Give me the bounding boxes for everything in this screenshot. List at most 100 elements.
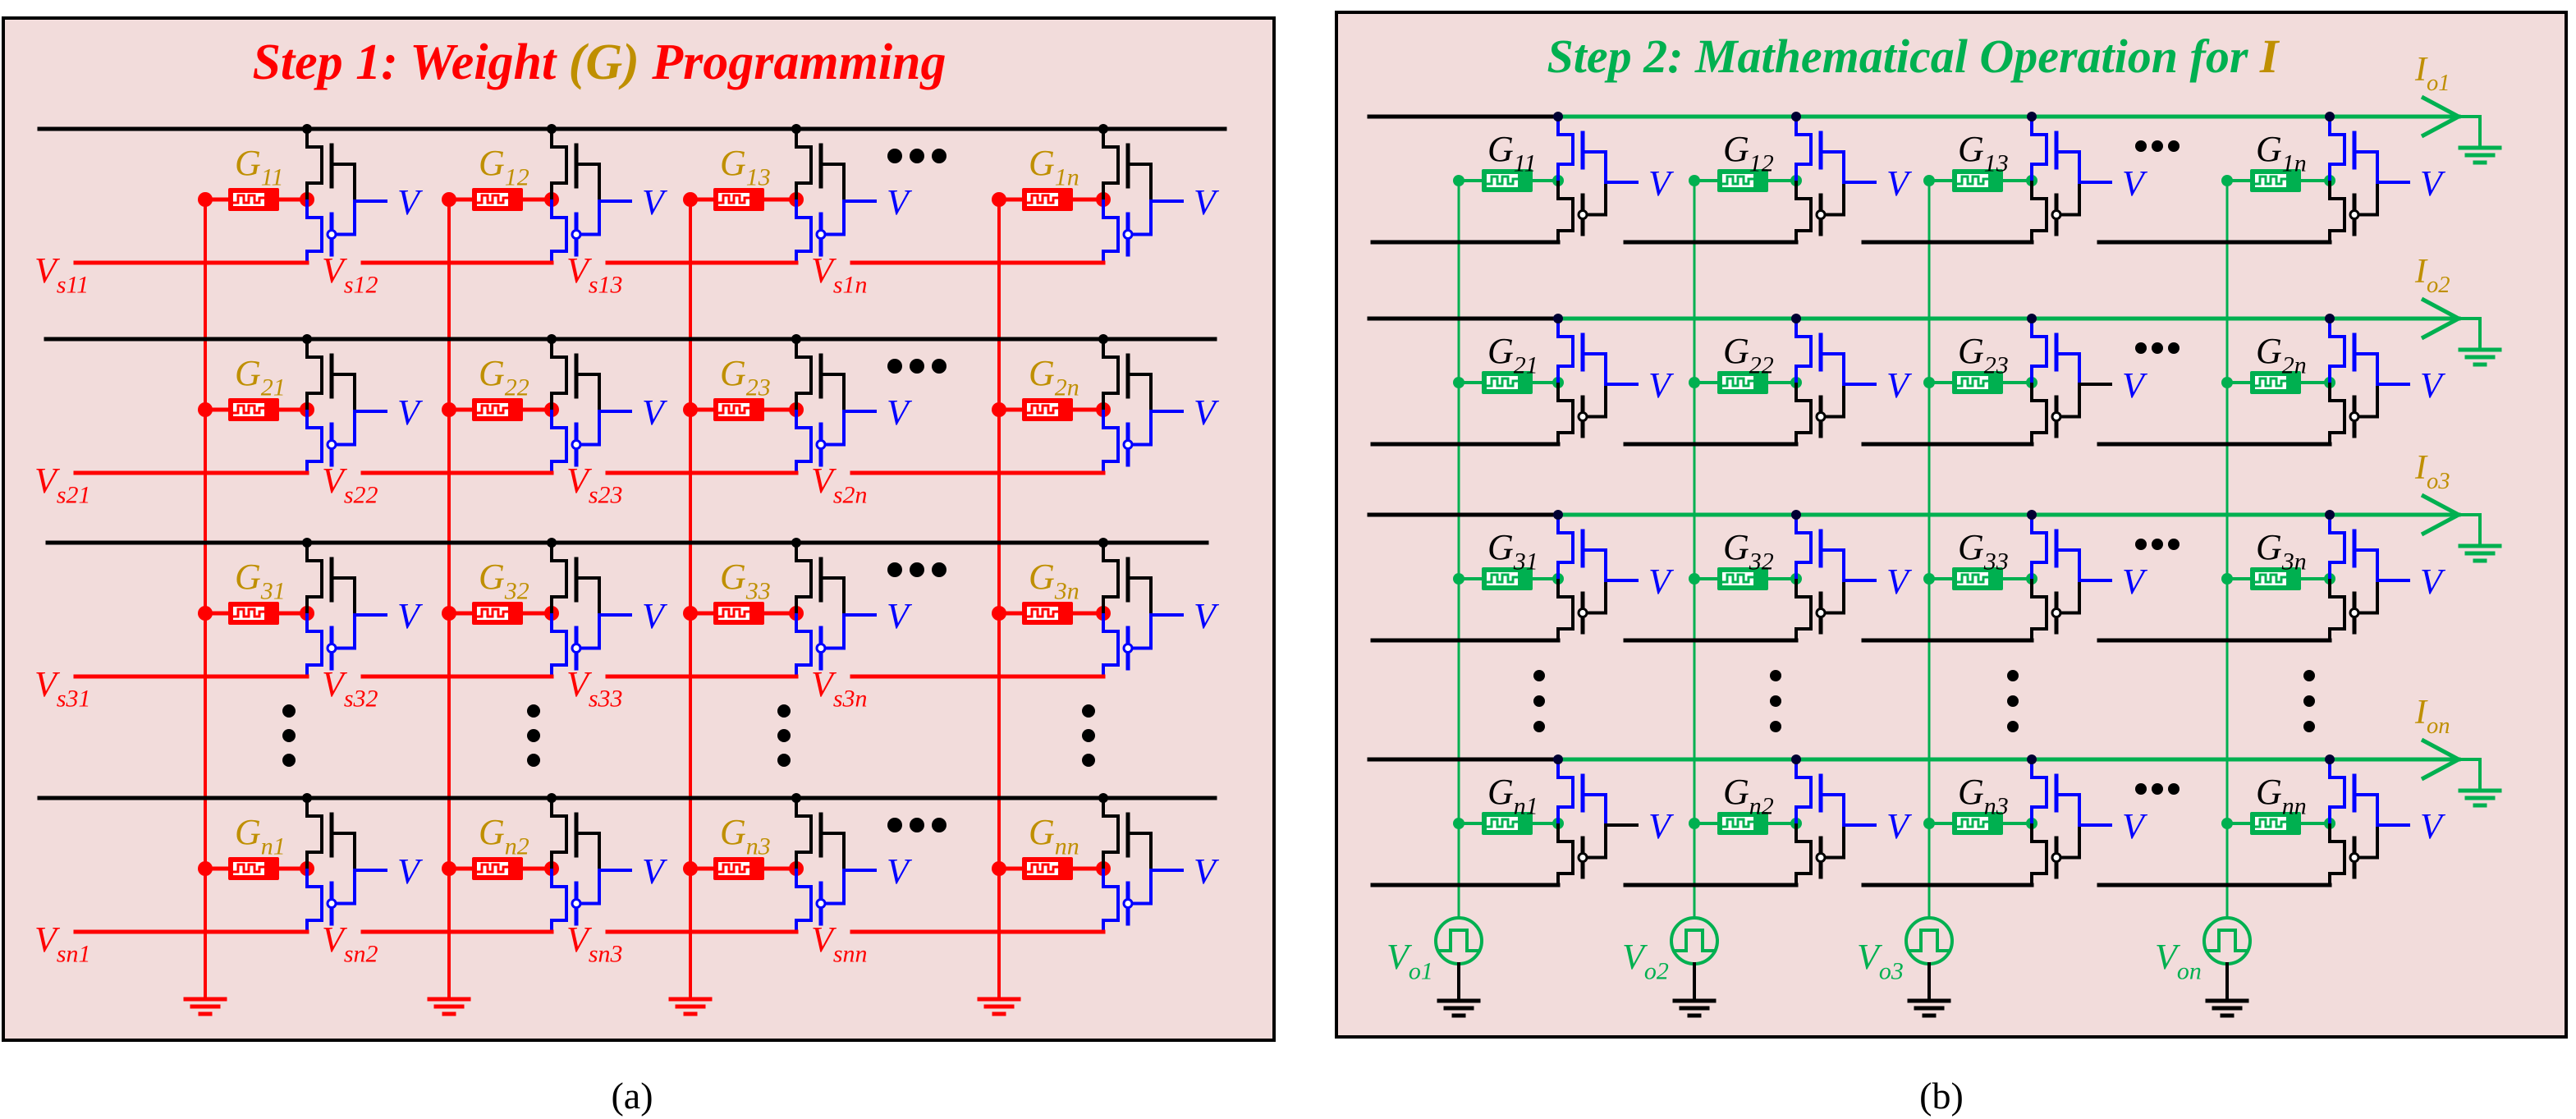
rail-junction-dot <box>2027 510 2037 520</box>
pmos-transistor-icon <box>550 410 601 473</box>
source-voltage-label-subscript: s22 <box>344 481 378 508</box>
nmos-gate-wire <box>1583 150 1607 182</box>
panel-a-title: Step 1: Weight (G) Programming <box>252 34 946 90</box>
conductance-label-subscript: 1n <box>1055 163 1079 190</box>
pmos-channel <box>2030 823 2048 885</box>
pmos-gate-wire <box>2358 580 2379 615</box>
memristor-zigzag <box>1722 175 1753 186</box>
output-ground-wire <box>2459 317 2482 350</box>
horizontal-ellipsis-dot <box>932 359 947 374</box>
panel-b-frame <box>1335 11 2568 1039</box>
conductance-label-subscript: 32 <box>504 577 529 604</box>
pmos-transistor-icon <box>305 869 356 932</box>
pmos-transistor-icon <box>2328 579 2379 640</box>
horizontal-ellipsis-dot <box>2152 140 2163 152</box>
transmission-gate: V <box>1102 543 1220 676</box>
conductance-label: G2n <box>2256 331 2307 378</box>
conductance-label-main: G <box>479 812 505 852</box>
pmos-transistor-icon <box>1556 823 1607 885</box>
source-voltage-label: Vsn2 <box>322 920 378 967</box>
conductance-label-main: G <box>235 812 261 852</box>
pmos-channel <box>1556 383 1574 444</box>
pmos-bubble <box>326 229 337 240</box>
nmos-transistor-icon <box>2328 515 2379 580</box>
source-voltage-label-subscript: snn <box>833 940 868 967</box>
conductance-label-main: G <box>1723 527 1749 567</box>
transmission-gate: V <box>795 339 913 473</box>
nmos-channel <box>1794 759 1813 823</box>
nmos-gate-wire <box>332 373 356 411</box>
pmos-bubble <box>2349 852 2360 863</box>
rail-junction-dot <box>1553 510 1563 520</box>
nmos-channel <box>305 798 323 869</box>
input-node-dot <box>1453 377 1464 388</box>
nmos-transistor-icon <box>1102 129 1153 201</box>
pmos-gate-wire <box>2358 182 2379 217</box>
rail-junction-dot <box>1791 754 1801 764</box>
memristor-zigzag <box>1957 377 1988 388</box>
input-voltage-label: Von <box>2155 937 2202 984</box>
source-voltage-label: Vsn3 <box>566 920 622 967</box>
pmos-transistor-icon <box>2328 383 2379 444</box>
gate-voltage-label: V <box>642 596 668 636</box>
conductance-label: G23 <box>1958 331 2009 378</box>
nmos-transistor-icon <box>1794 759 1845 825</box>
gate-voltage-label: V <box>2122 806 2148 846</box>
pulse-waveform <box>2205 929 2249 952</box>
source-voltage-label-subscript: s23 <box>589 481 623 508</box>
horizontal-ellipsis-dot <box>887 149 902 163</box>
pmos-gate-wire <box>1132 201 1153 236</box>
memristor-icon <box>713 188 764 211</box>
pulse-waveform <box>1437 929 1481 952</box>
pmos-channel <box>795 869 813 932</box>
conductance-label: G32 <box>479 557 529 604</box>
memristor-zigzag <box>233 863 264 874</box>
conductance-label-main: G <box>479 353 505 393</box>
conductance-label-main: G <box>1723 772 1749 812</box>
memristor-icon <box>1482 812 1533 835</box>
nmos-gate-wire <box>1128 163 1153 201</box>
pmos-channel <box>1102 869 1120 932</box>
nmos-gate-wire <box>576 832 601 870</box>
nmos-gate-wire <box>1128 832 1153 870</box>
nmos-gate-wire <box>821 576 846 615</box>
pmos-gate-wire <box>1587 825 1607 860</box>
transmission-gate: V <box>2030 515 2148 640</box>
gate-voltage-label: V <box>1886 806 1913 846</box>
gate-voltage-label: V <box>642 392 668 433</box>
pmos-channel <box>2328 181 2346 242</box>
conductance-label-subscript: 31 <box>1513 548 1538 575</box>
transmission-gate: V <box>1102 339 1220 473</box>
memristor-icon <box>228 857 279 880</box>
pmos-bubble <box>1122 439 1134 450</box>
conductance-label-subscript: 32 <box>1749 548 1774 575</box>
pmos-gate-wire <box>1825 580 1845 615</box>
conductance-label: Gn1 <box>235 812 286 860</box>
conductance-label: G21 <box>1487 331 1538 378</box>
gate-voltage-label: V <box>887 851 913 892</box>
memristor-icon <box>1717 371 1768 394</box>
source-voltage-label-subscript: s21 <box>57 481 91 508</box>
nmos-channel <box>1102 339 1120 410</box>
conductance-label: G11 <box>235 143 283 190</box>
conductance-label-main: G <box>1958 129 1984 169</box>
pmos-bubble <box>326 439 337 450</box>
memristor-zigzag <box>233 608 264 618</box>
pmos-bubble <box>2349 209 2360 220</box>
nmos-gate-wire <box>1583 793 1607 825</box>
conductance-label-main: G <box>2256 129 2282 169</box>
conductance-label-main: G <box>720 353 746 393</box>
conductance-label-subscript: 11 <box>1514 149 1537 177</box>
conductance-label: G22 <box>479 353 529 401</box>
horizontal-ellipsis-dot <box>2152 342 2163 354</box>
nmos-channel <box>795 798 813 869</box>
memristor-zigzag <box>477 863 508 874</box>
input-node-dot <box>1923 175 1935 186</box>
source-voltage-label-subscript: s12 <box>344 271 378 298</box>
source-voltage-label-subscript: sn2 <box>344 940 378 967</box>
conductance-label-main: G <box>1029 557 1055 597</box>
